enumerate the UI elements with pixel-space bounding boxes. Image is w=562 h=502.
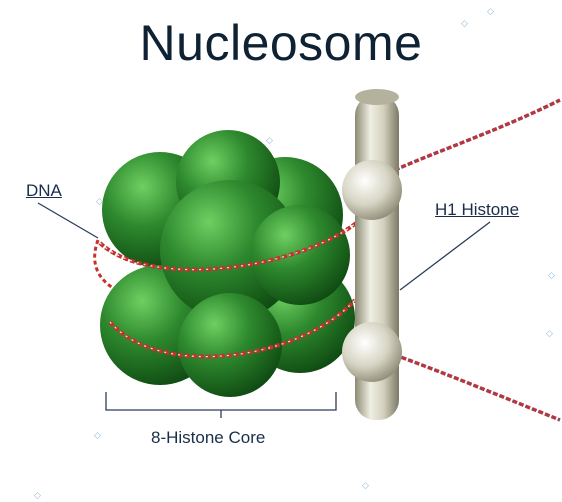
sparkle-icon: ◇ xyxy=(34,490,41,500)
sparkle-icon: ◇ xyxy=(487,6,494,16)
sparkle-icon: ◇ xyxy=(266,135,273,145)
page-title: Nucleosome xyxy=(139,15,423,71)
sparkle-icon: ◇ xyxy=(94,430,101,440)
histone-core xyxy=(100,130,355,397)
sparkle-icon: ◇ xyxy=(362,480,369,490)
leader-lines xyxy=(37,202,491,418)
dna-wrap xyxy=(98,218,362,359)
h1-histone-label: H1 Histone xyxy=(435,200,520,219)
sparkle-icon: ◇ xyxy=(548,270,555,280)
sparkle-icon: ◇ xyxy=(546,328,553,338)
sparkle-icon: ◇ xyxy=(96,196,103,206)
sparkle-icon: ◇ xyxy=(461,18,468,28)
dna-label: DNA xyxy=(26,181,62,200)
linker-dna xyxy=(394,98,561,422)
h1-histone-rod xyxy=(342,89,402,420)
histone-core-label: 8-Histone Core xyxy=(151,428,266,447)
